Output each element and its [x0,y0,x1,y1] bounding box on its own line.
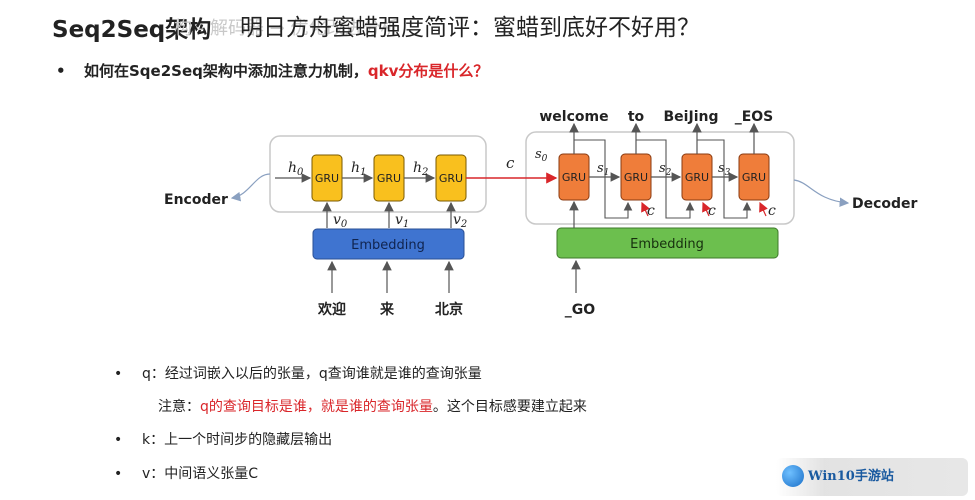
question-line: • 如何在Sqe2Seq架构中添加注意力机制，qkv分布是什么？ [56,60,488,81]
decoder-embedding: Embedding [556,227,779,259]
gru-label: GRU [315,172,339,185]
source-word-0: 欢迎 [317,301,346,318]
encoder-curve-arrow [230,173,271,202]
s0-label: s0 [535,147,548,164]
gru-label: GRU [624,171,648,184]
note-v: • v：中间语义张量C [114,463,258,483]
decoder-gru-0: GRU [558,153,590,201]
ctx-arrow-1 [641,201,650,217]
ctx-arrow-2 [702,201,711,217]
bullet: • [56,62,66,80]
gru-label: GRU [562,171,586,184]
bullet: • [114,366,123,382]
encoder-label: Encoder [164,192,228,208]
ctx-label-3: c [768,203,776,219]
encoder-gru-0: GRU [311,154,343,202]
slide-title-ghost: 构 - 解码器 → 优化改进分析 [174,18,399,39]
decoder-gru-3: GRU [738,153,770,201]
embedding-label: Embedding [630,237,704,252]
note-red-text: q的查询目标是谁，就是谁的查询张量 [200,399,433,415]
gru-label: GRU [742,171,766,184]
target-word-2: BeiJing [664,109,719,125]
watermark-text: Win10手游站 [808,469,894,484]
question-highlight: qkv分布是什么？ [367,62,489,80]
h0-label: h0 [288,160,304,178]
title-row: Seq2Seq架构 构 - 解码器 → 优化改进分析 明日方舟蜜蜡强度简评：蜜蜡… [52,6,952,43]
feedback-loop-0 [574,139,633,219]
note-q: • q：经过词嵌入以后的张量，q查询谁就是谁的查询张量 [114,363,482,383]
article-title-overlay: 明日方舟蜜蜡强度简评：蜜蜡到底好不好用？ [240,15,700,41]
gru-label: GRU [439,172,463,185]
decoder-curve-arrow [793,179,850,208]
go-token: _GO [565,302,595,318]
v2-label: v2 [453,212,467,230]
context-label: c [506,154,515,172]
decoder-gru-1: GRU [620,153,652,201]
v1-label: v1 [395,212,409,230]
note-prefix: 注意： [158,399,200,415]
encoder-gru-1: GRU [373,154,405,202]
target-word-0: welcome [539,109,608,125]
bullet: • [114,432,123,448]
ctx-label-1: c [647,203,655,219]
ctx-label-2: c [708,203,716,219]
decoder-gru-2: GRU [681,153,713,201]
embedding-label: Embedding [351,238,425,253]
source-word-2: 北京 [435,301,463,318]
target-word-3: _EOS [735,109,774,125]
slide-title: Seq2Seq架构 [52,17,212,43]
bullet: • [114,466,123,482]
h1-label: h1 [351,160,366,178]
s2-label: s2 [659,161,672,178]
note-q-attention: 注意：q的查询目标是谁，就是谁的查询张量。这个目标感要建立起来 [158,396,587,416]
feedback-loop-1 [636,139,695,219]
s1-label: s1 [597,161,609,178]
feedback-loop-2 [697,139,752,219]
note-k-text: k：上一个时间步的隐藏层输出 [142,432,333,448]
decoder-label: Decoder [852,196,918,212]
seq2seq-diagram: Encoder Decoder GRU GRU GRU h0 h1 h2 c v… [164,109,918,318]
ctx-arrow-3 [759,201,768,217]
site-logo-icon [782,465,804,487]
target-word-1: to [628,109,645,125]
h2-label: h2 [413,160,428,178]
s3-label: s3 [718,161,731,178]
encoder-gru-2: GRU [435,154,467,202]
note-v-text: v：中间语义张量C [142,466,259,482]
note-suffix: 。这个目标感要建立起来 [432,399,587,415]
note-q-text: q：经过词嵌入以后的张量，q查询谁就是谁的查询张量 [142,366,482,382]
encoder-embedding: Embedding [312,228,465,260]
question-text: 如何在Sqe2Seq架构中添加注意力机制， [84,62,368,80]
v0-label: v0 [333,212,348,230]
gru-label: GRU [685,171,709,184]
gru-label: GRU [377,172,401,185]
watermark: Win10手游站 [776,458,968,496]
note-k: • k：上一个时间步的隐藏层输出 [114,429,332,449]
source-word-1: 来 [379,302,395,318]
